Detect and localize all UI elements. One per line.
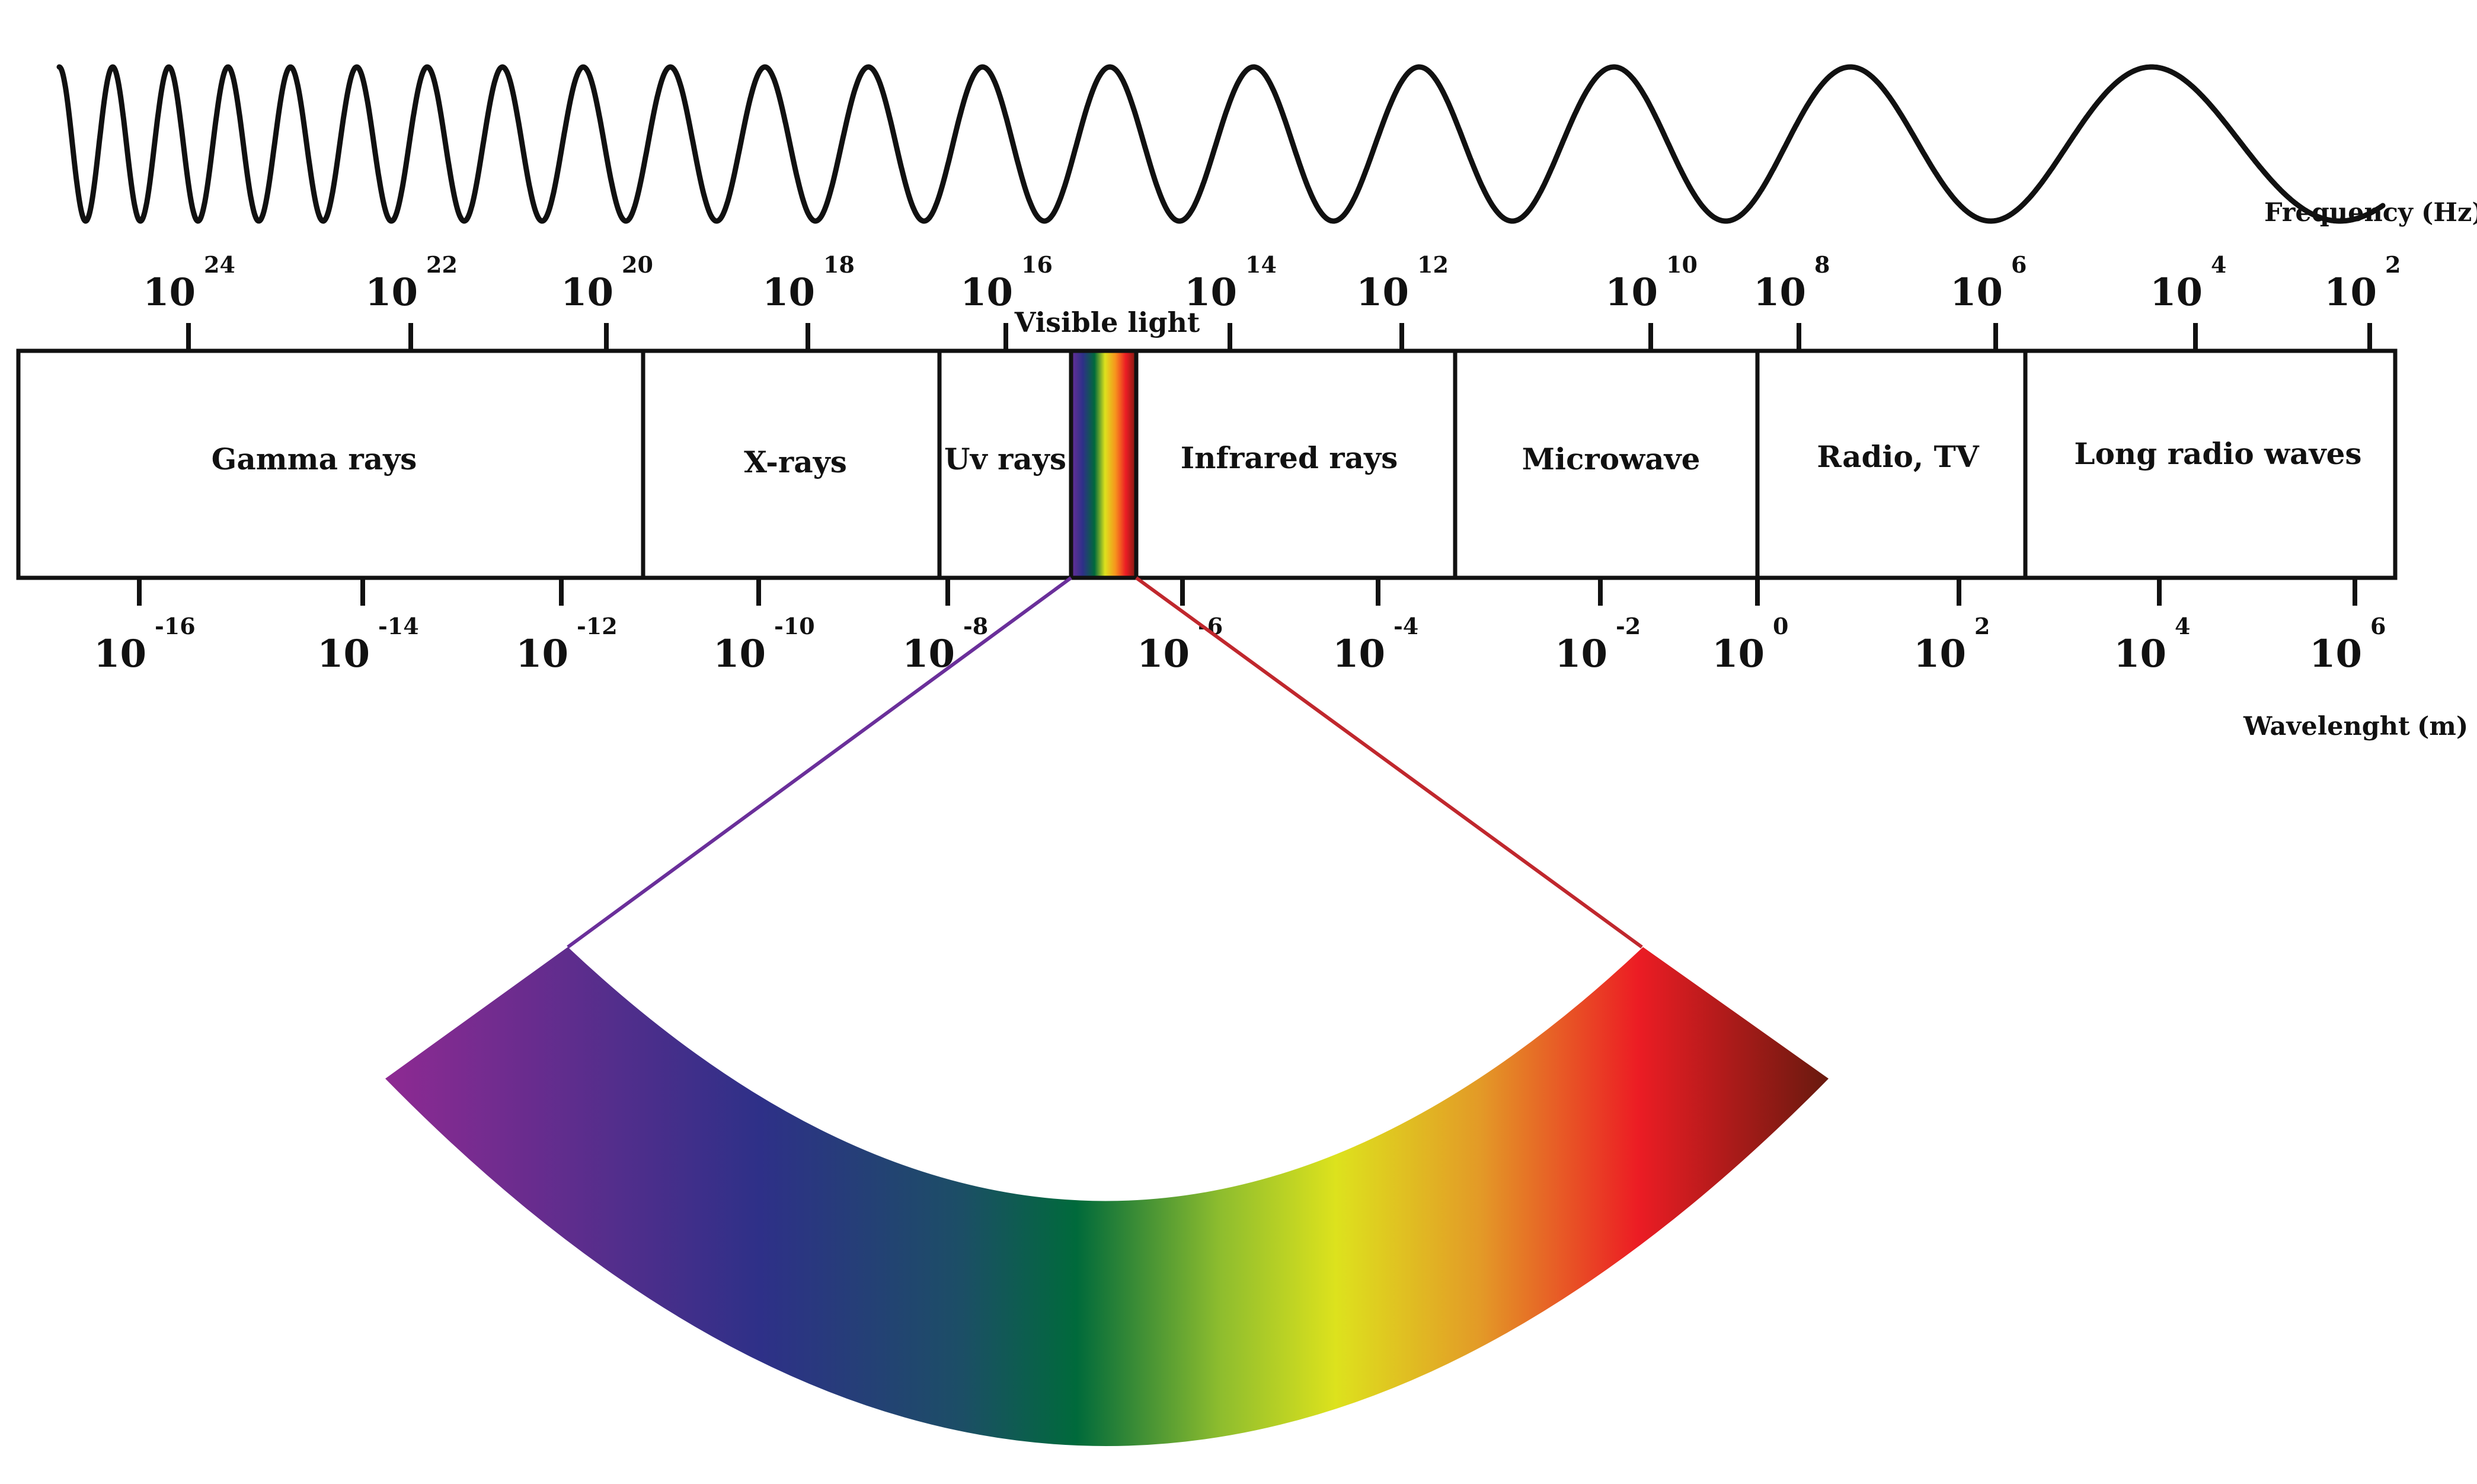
zoom-line-violet <box>567 576 1072 949</box>
region-x-rays: X-rays <box>744 444 847 479</box>
visible-spectrum-band <box>385 947 1829 1446</box>
frequency-tick-exponent: 24 <box>204 251 235 278</box>
frequency-tick-exponent: 20 <box>622 251 653 278</box>
wavelength-tick-exponent: -8 <box>963 613 988 639</box>
frequency-axis: 1024102210201018101610141012101010810610… <box>143 251 2401 351</box>
frequency-wave <box>56 64 2386 224</box>
frequency-tick-exponent: 16 <box>1021 251 1053 278</box>
wavelength-tick-exponent: -4 <box>1393 613 1418 639</box>
frequency-tick-base: 10 <box>2324 270 2377 315</box>
wavelength-tick-base: 10 <box>516 632 568 676</box>
wavelength-tick-exponent: -2 <box>1616 613 1641 639</box>
wavelength-tick-exponent: -12 <box>577 613 618 639</box>
frequency-tick-base: 10 <box>1184 270 1237 315</box>
frequency-unit-label: (Hz) <box>2421 198 2477 228</box>
wavelength-unit-label: (m) <box>2417 712 2468 741</box>
frequency-tick-base: 10 <box>960 270 1013 315</box>
frequency-tick-exponent: 10 <box>1666 251 1698 278</box>
visible-light-strip <box>1069 348 1139 580</box>
frequency-tick-base: 10 <box>1950 270 2003 315</box>
frequency-tick-base: 10 <box>762 270 815 315</box>
wavelength-axis: 10-1610-1410-1210-1010-810-610-410-21001… <box>94 578 2386 676</box>
frequency-tick-exponent: 4 <box>2211 251 2226 278</box>
frequency-tick-base: 10 <box>1753 270 1806 315</box>
frequency-tick-exponent: 2 <box>2385 251 2401 278</box>
frequency-tick-base: 10 <box>143 270 196 315</box>
wavelength-tick-base: 10 <box>1332 632 1385 676</box>
wavelength-tick-base: 10 <box>317 632 370 676</box>
region-gamma-rays: Gamma rays <box>212 442 417 476</box>
wavelength-tick-exponent: 6 <box>2370 613 2386 639</box>
spectrum-dividers <box>641 351 2028 578</box>
frequency-tick-exponent: 6 <box>2011 251 2027 278</box>
wavelength-tick-base: 10 <box>713 632 766 676</box>
frequency-tick-exponent: 22 <box>426 251 458 278</box>
wavelength-axis-label: Wavelenght <box>2243 712 2410 741</box>
wavelength-tick-exponent: -14 <box>378 613 419 639</box>
wavelength-tick-base: 10 <box>2309 632 2362 676</box>
wavelength-tick-exponent: 4 <box>2175 613 2190 639</box>
wavelength-tick-base: 10 <box>1712 632 1765 676</box>
wavelength-tick-base: 10 <box>1137 632 1190 676</box>
wavelength-tick-exponent: 0 <box>1773 613 1788 639</box>
frequency-tick-exponent: 8 <box>1814 251 1830 278</box>
region-infrared-rays: Infrared rays <box>1181 440 1398 475</box>
zoom-line-red <box>1135 576 1643 949</box>
frequency-tick-base: 10 <box>1605 270 1658 315</box>
frequency-tick-exponent: 18 <box>823 251 855 278</box>
region-long-radio-waves: Long radio waves <box>2074 436 2361 471</box>
wavelength-tick-exponent: 2 <box>1974 613 1990 639</box>
wavelength-tick-base: 10 <box>94 632 146 676</box>
wavelength-tick-base: 10 <box>1913 632 1966 676</box>
frequency-tick-base: 10 <box>2150 270 2203 315</box>
frequency-tick-exponent: 14 <box>1245 251 1277 278</box>
wavelength-tick-exponent: -10 <box>774 613 815 639</box>
region-microwave: Microwave <box>1522 442 1701 476</box>
wavelength-tick-base: 10 <box>2114 632 2166 676</box>
region-uv-rays: Uv rays <box>944 442 1066 476</box>
region-radio-tv: Radio, TV <box>1817 439 1979 474</box>
wavelength-tick-base: 10 <box>1555 632 1607 676</box>
frequency-tick-base: 10 <box>1356 270 1409 315</box>
frequency-axis-label: Frequency <box>2264 198 2414 228</box>
visible-light-label: Visible light <box>1014 306 1200 338</box>
spectrum-bar <box>16 348 2398 580</box>
frequency-tick-exponent: 12 <box>1417 251 1449 278</box>
wavelength-tick-exponent: -16 <box>155 613 196 639</box>
frequency-tick-base: 10 <box>561 270 613 315</box>
frequency-tick-base: 10 <box>365 270 418 315</box>
